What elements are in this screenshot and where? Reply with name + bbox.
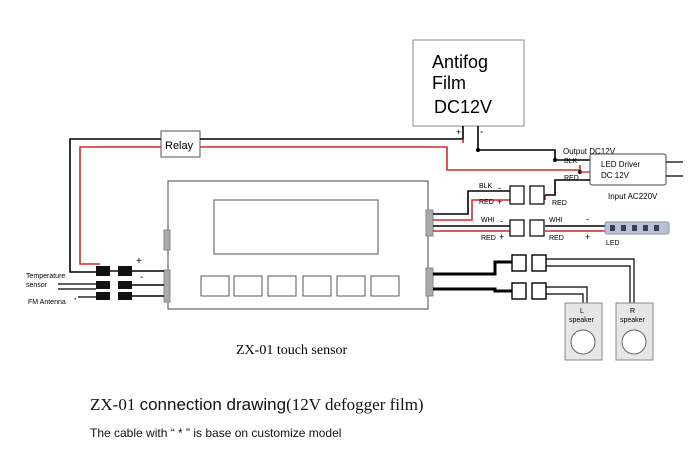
led-plus-right: + xyxy=(585,232,590,242)
relay-wires xyxy=(69,126,581,273)
led-red-left: RED xyxy=(481,235,496,242)
antifog-line1: Antifog xyxy=(432,52,488,72)
led-whi-left: WHI xyxy=(481,217,495,224)
led-plus-left: + xyxy=(499,232,504,242)
socket-connector xyxy=(529,185,545,205)
device-button xyxy=(233,275,263,297)
led-whi-right: WHI xyxy=(549,217,563,224)
conn-red-right: RED xyxy=(552,200,567,207)
left-connectors xyxy=(58,266,164,300)
relay-label: Relay xyxy=(165,140,194,152)
led-label: LED xyxy=(606,240,620,247)
speaker-wires xyxy=(433,260,512,293)
device-button xyxy=(267,275,297,297)
device-display xyxy=(213,199,379,255)
led-minus-left: - xyxy=(500,216,503,226)
device-label: ZX-01 touch sensor xyxy=(236,343,348,358)
right-port-top xyxy=(425,209,434,237)
left-speaker-cone xyxy=(570,329,596,355)
output-blk: BLK xyxy=(564,158,578,165)
device-button xyxy=(336,275,366,297)
temp-sensor-label-1: Temperature xyxy=(26,273,65,280)
caption-title-model: ZX-01 xyxy=(90,395,140,414)
right-port-bottom xyxy=(425,267,434,297)
connector xyxy=(96,281,110,289)
led-connector-wires xyxy=(433,225,605,232)
connector xyxy=(118,281,132,289)
led-driver-line2: DC 12V xyxy=(601,171,630,180)
caption-note: The cable with “ * ” is base on customiz… xyxy=(90,426,342,440)
led-driver-line1: LED Driver xyxy=(601,160,640,169)
led-strip-chips xyxy=(610,225,659,231)
right-speaker-letter: R xyxy=(630,308,635,315)
conn-red: RED xyxy=(479,199,494,206)
speaker-connector-wires xyxy=(433,179,590,221)
antifog-line3: DC12V xyxy=(434,97,492,117)
output-red: RED xyxy=(564,175,579,182)
connector xyxy=(118,266,132,276)
speaker-plug-lower xyxy=(511,282,527,300)
output-label: Output DC12V xyxy=(563,147,616,156)
speaker-leads xyxy=(546,258,635,303)
right-speaker-word: speaker xyxy=(620,317,646,324)
left-plus: + xyxy=(136,256,142,267)
connector xyxy=(96,292,110,300)
temp-sensor-label-2: sensor xyxy=(26,282,48,289)
conn-plus: + xyxy=(497,197,502,207)
device-button xyxy=(302,275,332,297)
left-minus: - xyxy=(140,272,143,283)
led-socket xyxy=(529,219,545,237)
antifog-minus: - xyxy=(480,127,483,138)
relay-box xyxy=(160,130,201,158)
side-knob xyxy=(163,229,171,251)
left-port xyxy=(163,269,171,303)
device-buttons xyxy=(200,275,400,297)
led-plug xyxy=(509,219,525,237)
caption-title: ZX-01 connection drawing(12V defogger fi… xyxy=(90,395,424,415)
connector xyxy=(96,266,110,276)
fm-antenna-star: * xyxy=(74,298,77,304)
device-button xyxy=(200,275,230,297)
led-minus-right: - xyxy=(586,214,589,224)
speaker-socket-upper xyxy=(531,254,547,272)
left-speaker-word: speaker xyxy=(569,317,595,324)
conn-minus: - xyxy=(498,183,501,193)
antifog-line2: Film xyxy=(432,73,466,93)
right-speaker-cone xyxy=(621,329,647,355)
antifog-film-box xyxy=(412,39,525,127)
caption-title-main: connection drawing xyxy=(139,395,287,414)
led-driver-box xyxy=(589,153,667,186)
speaker-plug-upper xyxy=(511,254,527,272)
caption-title-suffix: (12V defogger film) xyxy=(286,395,424,414)
led-red-right: RED xyxy=(549,235,564,242)
driver-input-label: Input AC220V xyxy=(608,192,658,201)
device-button xyxy=(370,275,400,297)
junction-dot xyxy=(476,148,480,152)
conn-blk: BLK xyxy=(479,183,493,190)
speaker-socket-lower xyxy=(531,282,547,300)
connector xyxy=(118,292,132,300)
plug-connector xyxy=(509,185,525,205)
fm-antenna-label: FM Antenna xyxy=(28,299,66,306)
antifog-plus: + xyxy=(456,127,461,137)
left-speaker-letter: L xyxy=(580,308,584,315)
